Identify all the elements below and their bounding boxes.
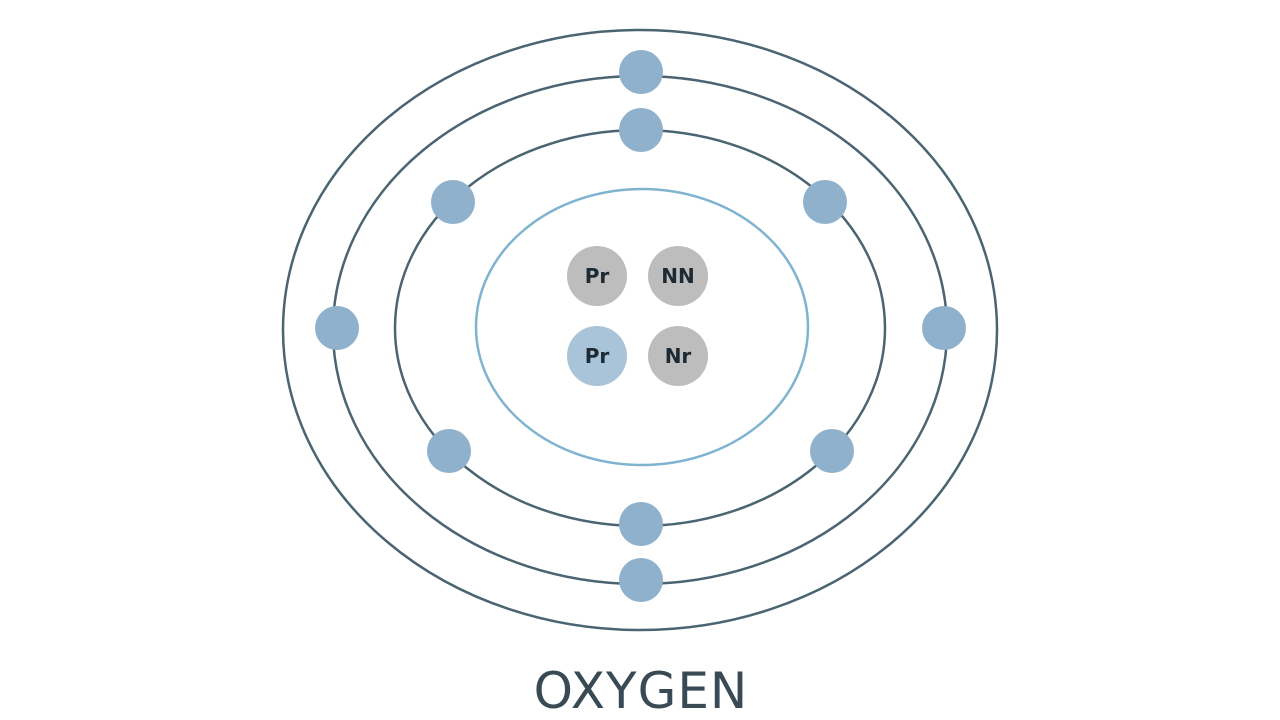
electrons bbox=[315, 50, 966, 602]
electron bbox=[427, 429, 471, 473]
electron bbox=[619, 558, 663, 602]
element-name: OXYGEN bbox=[534, 662, 749, 720]
nucleon-circle bbox=[567, 326, 627, 386]
nucleon-label: Nr bbox=[665, 344, 692, 368]
nucleon-circle bbox=[648, 326, 708, 386]
outer-shell bbox=[281, 28, 999, 632]
electron bbox=[431, 180, 475, 224]
electron bbox=[315, 306, 359, 350]
nucleon-label: Pr bbox=[585, 344, 610, 368]
electron bbox=[810, 429, 854, 473]
nucleon-neutron-1: NN bbox=[648, 246, 708, 306]
electron bbox=[619, 108, 663, 152]
nucleus-boundary bbox=[474, 187, 810, 467]
nucleon-circle bbox=[567, 246, 627, 306]
electron bbox=[619, 50, 663, 94]
electron bbox=[619, 502, 663, 546]
electron bbox=[803, 180, 847, 224]
nucleon-label: NN bbox=[661, 264, 694, 288]
nucleon-label: Pr bbox=[585, 264, 610, 288]
nucleon-circle bbox=[648, 246, 708, 306]
nucleon-proton-1: Pr bbox=[567, 246, 627, 306]
nucleon-neutron-2: Nr bbox=[648, 326, 708, 386]
electron bbox=[922, 306, 966, 350]
nucleus: Pr NN Pr Nr bbox=[567, 246, 708, 386]
nucleon-proton-2: Pr bbox=[567, 326, 627, 386]
